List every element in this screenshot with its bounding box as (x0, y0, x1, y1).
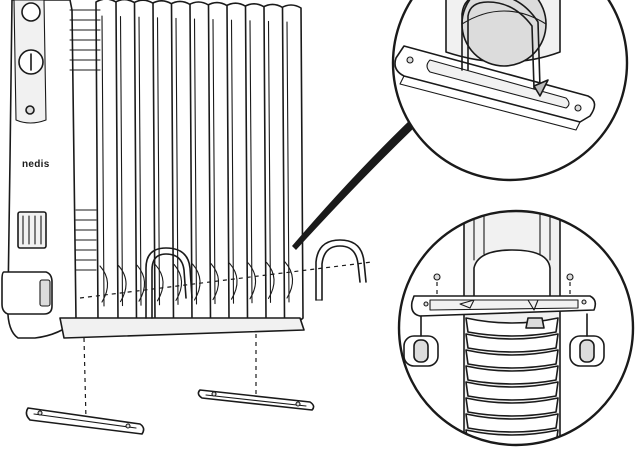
indicator-light (25, 105, 35, 115)
radiator-fin-bulge (284, 261, 294, 299)
radiator-fin-groove (193, 18, 198, 305)
stacked-fin (465, 413, 559, 433)
radiator-fin-groove (138, 16, 142, 306)
stacked-fin (465, 333, 559, 353)
radiator-fin-groove (267, 20, 272, 303)
stacked-fin (465, 381, 559, 401)
thermostat-knob (21, 2, 41, 22)
top-vent-slots (69, 9, 101, 71)
radiator-fin-groove (286, 21, 290, 303)
stacked-fin (465, 365, 559, 385)
foot-guide-left (83, 337, 87, 421)
radiator-fin-bulge (228, 262, 238, 300)
radiator-fin-groove (101, 15, 105, 307)
u-bolt-loose (315, 239, 367, 301)
u-bolt-installed (145, 247, 193, 319)
side-grille (17, 211, 47, 249)
radiator-fin-groove (119, 16, 124, 307)
foot-left (25, 407, 145, 435)
radiator-base (59, 317, 305, 339)
detail-view-wheels (397, 209, 635, 447)
alignment-line-bolt (79, 261, 373, 299)
foot-right (197, 389, 315, 411)
stacked-fin (465, 349, 559, 369)
radiator-fin-bulge (99, 265, 109, 303)
brand-logo: nedis (22, 159, 50, 170)
radiator-fin-groove (249, 20, 253, 304)
wheel-right (569, 313, 605, 367)
screw-left (433, 273, 441, 281)
screw-right (566, 273, 574, 281)
radiator-fins (95, 0, 304, 328)
radiator-fin-bulge (247, 262, 257, 300)
stacked-fin (465, 397, 559, 417)
radiator-fin-bulge (265, 261, 275, 299)
radiator-fin-bulge (117, 265, 127, 303)
detail-view-u-bolt-foot (391, 0, 629, 182)
radiator-fin-groove (212, 19, 216, 305)
radiator-heater: nedis (1, 0, 305, 339)
callout-connector (292, 120, 416, 250)
radiator-fin-bulge (154, 264, 164, 302)
lower-vent-slots (75, 209, 97, 271)
wheel-left (403, 315, 439, 367)
radiator-fin-groove (156, 17, 161, 306)
radiator-fin-bulge (173, 263, 183, 301)
radiator-fin-bulge (191, 263, 201, 301)
radiator-fin-bulge (136, 264, 146, 302)
radiator-fin-groove (230, 19, 235, 304)
